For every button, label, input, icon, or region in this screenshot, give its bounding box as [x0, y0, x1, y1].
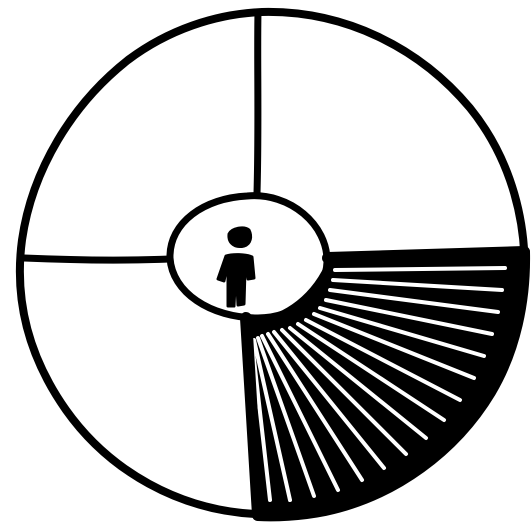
- divider-top: [257, 12, 258, 193]
- segment-bottom-right-filled: [246, 252, 524, 515]
- person-icon: [218, 228, 254, 306]
- divider-left: [24, 258, 170, 260]
